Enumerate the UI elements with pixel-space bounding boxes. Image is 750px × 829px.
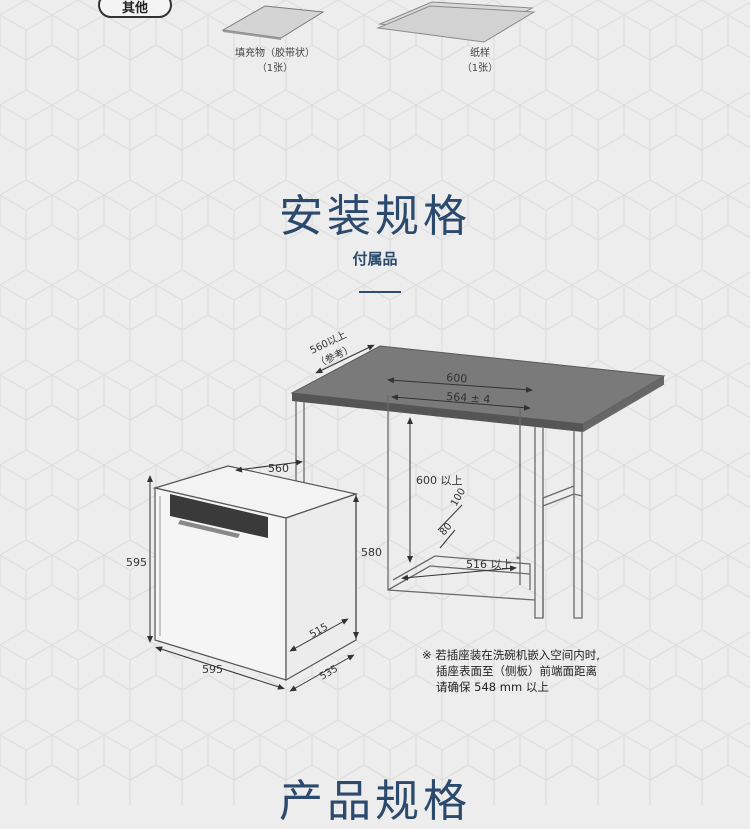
other-tag: 其他 <box>98 0 172 18</box>
product-title: 产品规格 <box>279 776 471 827</box>
paper-name: 纸样 <box>470 48 490 59</box>
dishwasher <box>152 465 359 682</box>
note-line-3: 请确保 548 mm 以上 <box>436 680 549 694</box>
installation-diagram: 560以上 （参考） 600 564 ± 4 600 以上 100 80 516… <box>126 329 666 692</box>
filler-caption: 填充物（胶带状） （1张） <box>200 46 350 76</box>
paper-caption: 纸样 （1张） <box>405 46 555 76</box>
countertop <box>290 345 666 432</box>
appliance-top-depth: 560 <box>268 462 289 475</box>
appliance-side-height: 580 <box>361 546 382 559</box>
filler-tape-illustration <box>221 5 325 40</box>
filler-name: 填充物（胶带状） <box>235 48 315 59</box>
install-subtitle: 付属品 <box>352 250 398 268</box>
cabinet-bottom-mark: * <box>516 555 520 564</box>
appliance-bottom-depth: 535 <box>318 664 340 683</box>
cabinet-height: 600 以上 <box>416 474 463 487</box>
paper-qty: （1张） <box>461 63 499 74</box>
appliance-bottom-width: 595 <box>202 663 223 676</box>
install-title: 安装规格 <box>279 191 471 242</box>
note-line-2: 插座表面至（侧板）前端面距离 <box>436 664 597 678</box>
title-divider <box>359 291 401 293</box>
filler-qty: （1张） <box>256 63 294 74</box>
cabinet-width-inner: 564 ± 4 <box>446 390 491 406</box>
note-line-1: ※ 若插座装在洗碗机嵌入空间内时, <box>422 648 600 662</box>
cabinet-dim-100: 100 <box>449 486 468 508</box>
cabinet-width-outer: 600 <box>446 371 468 385</box>
appliance-front-height: 595 <box>126 556 147 569</box>
cabinet-dim-80: 80 <box>438 521 455 538</box>
paper-template-illustration <box>376 1 536 43</box>
install-note: ※ 若插座装在洗碗机嵌入空间内时, 插座表面至（侧板）前端面距离 请确保 548… <box>422 647 600 695</box>
cabinet-bottom-depth: 516 以上 <box>466 558 513 571</box>
